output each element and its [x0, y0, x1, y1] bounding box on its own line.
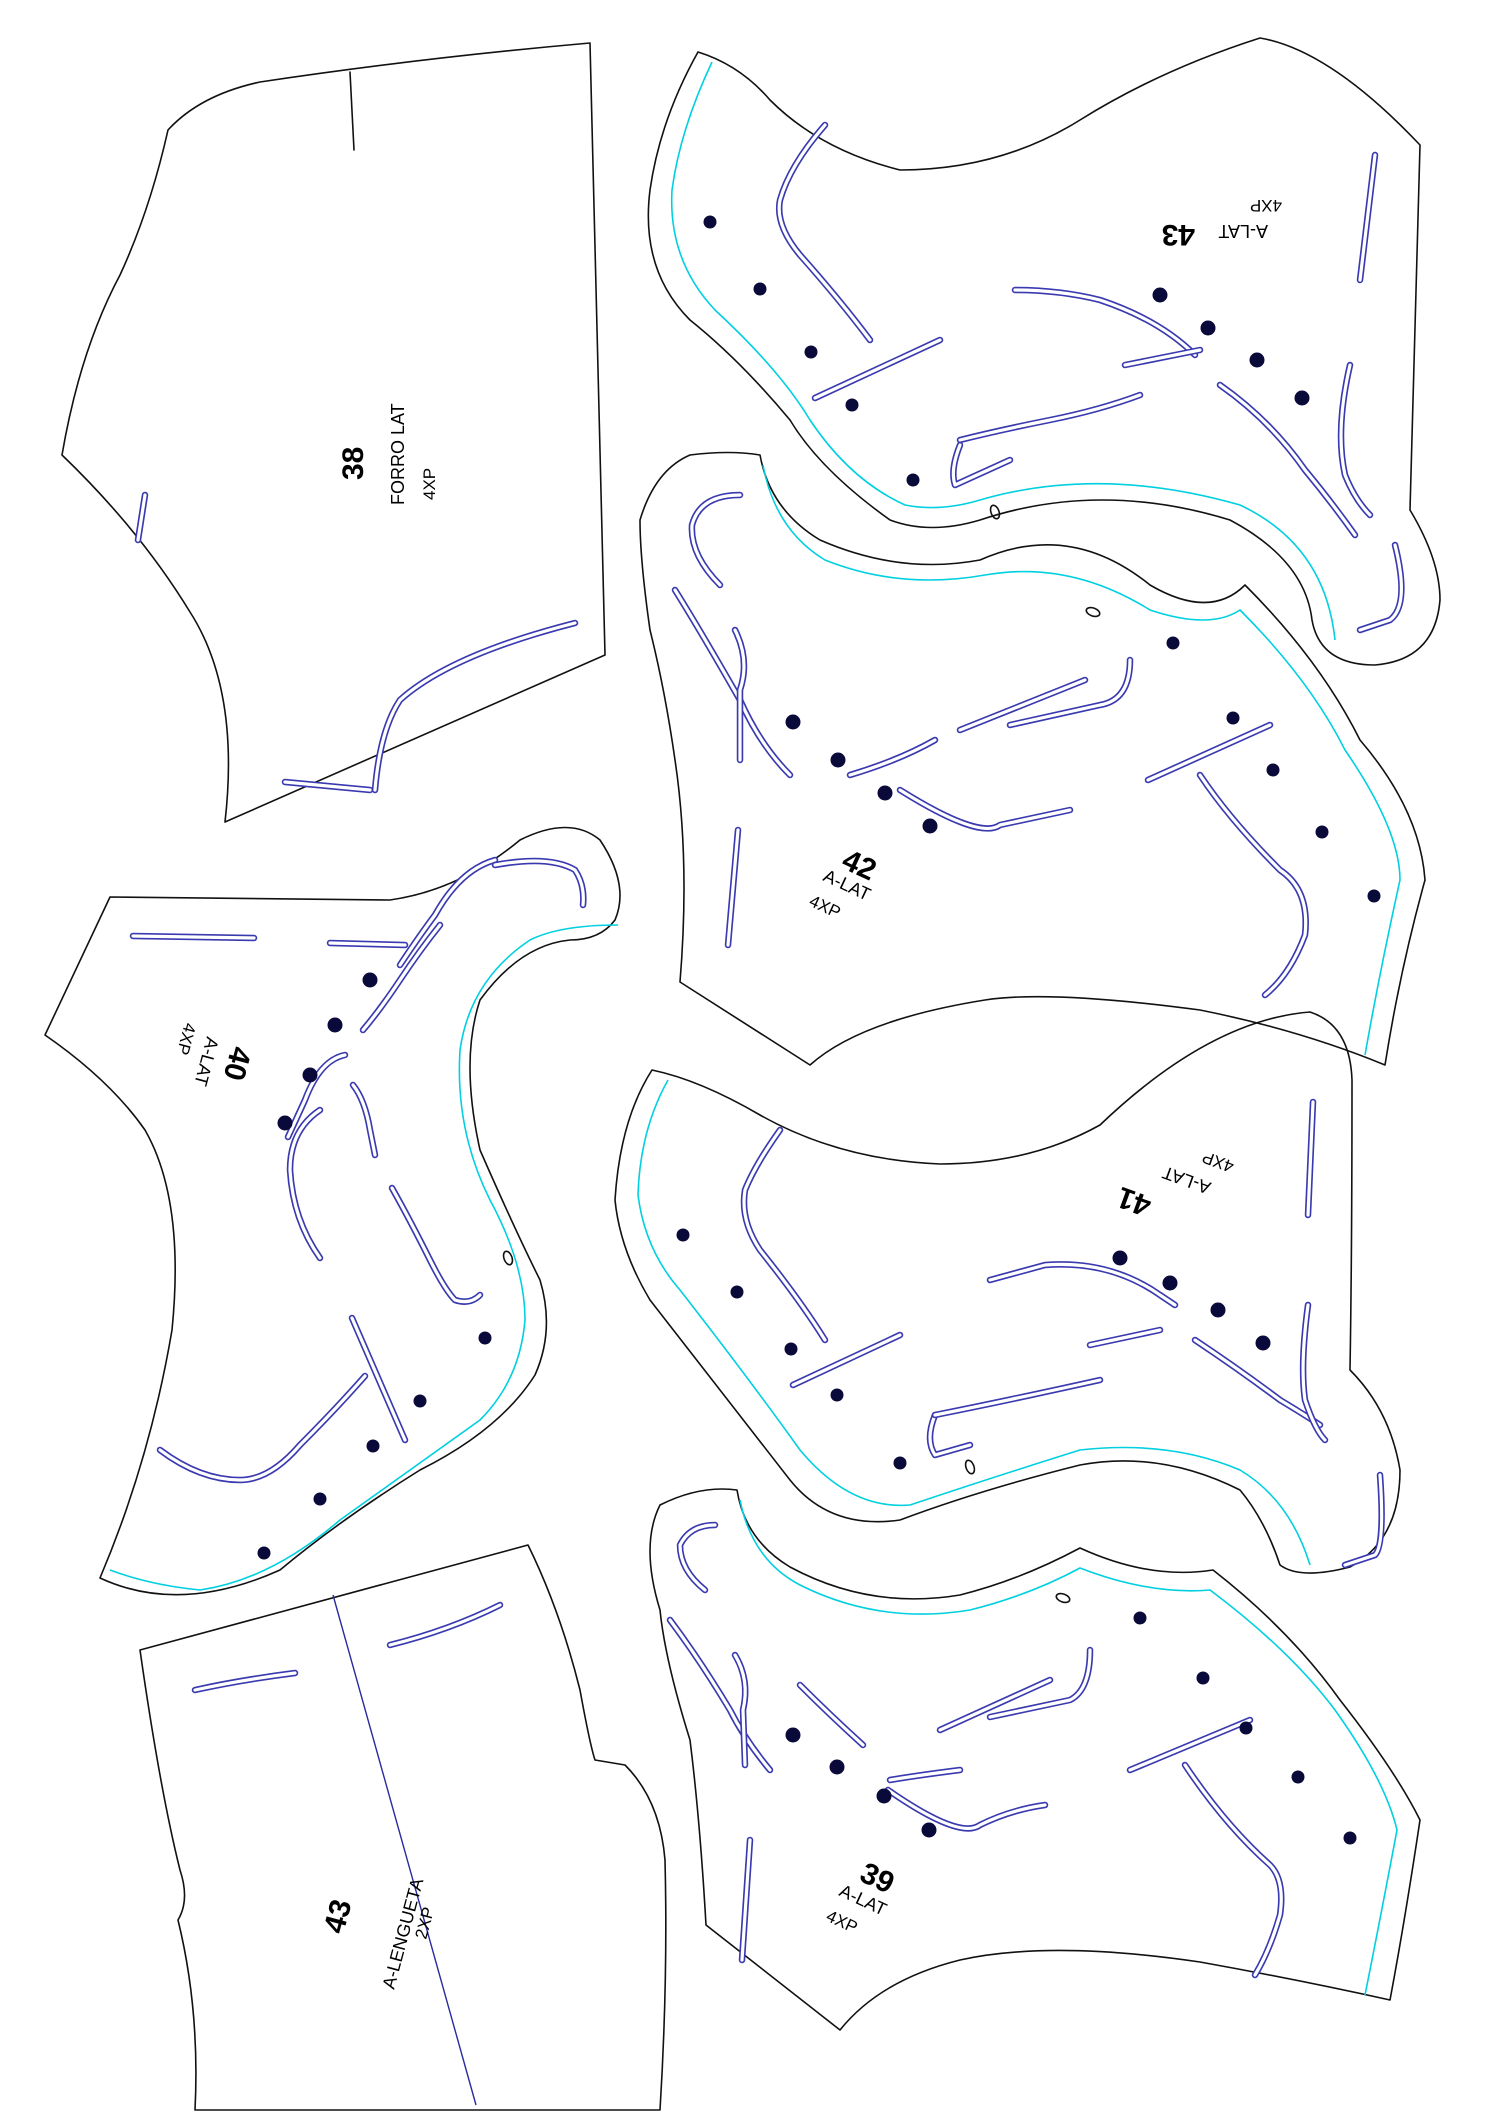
quantity-label: 4XP: [173, 1021, 200, 1057]
piece-a-lengueta-43[interactable]: 43 A-LENGUETA 2XP: [139, 1544, 667, 2111]
seam-allowance-line: [670, 61, 1336, 641]
piece-a-lat-42[interactable]: 42 A-LAT 4XP: [639, 451, 1426, 1066]
stitch-slots: [666, 1521, 1285, 1979]
piece-a-lat-41[interactable]: 41 A-LAT 4XP: [614, 1011, 1401, 1574]
stitch-slots: [671, 491, 1309, 999]
notch-mark: [502, 1250, 514, 1266]
notch-mark: [1085, 606, 1101, 618]
notch-mark: [964, 1459, 976, 1475]
piece-outline: [639, 451, 1426, 1066]
seam-allowance-line: [637, 1079, 1311, 1566]
piece-outline: [649, 1488, 1421, 2031]
quantity-label: 4XP: [806, 891, 843, 922]
quantity-label: 4XP: [1200, 1147, 1237, 1176]
notch-mark: [989, 504, 1001, 520]
piece-a-lat-40[interactable]: 40 A-LAT 4XP: [44, 826, 621, 1596]
seam-allowance-line: [739, 1499, 1398, 1996]
stitch-slots: [191, 1601, 504, 1694]
piece-a-lat-39[interactable]: 39 A-LAT 4XP: [649, 1488, 1421, 2031]
size-label: 43: [318, 1896, 359, 1937]
punch-holes: [703, 215, 1310, 487]
notch-line: [349, 71, 355, 151]
stitch-slots: [129, 856, 587, 1484]
stitch-slots: [740, 1098, 1385, 1569]
piece-outline: [614, 1011, 1401, 1574]
piece-outline: [61, 42, 606, 823]
piece-a-lat-43[interactable]: 43 A-LAT 4XP: [647, 37, 1441, 666]
piece-name-label: FORRO LAT: [388, 403, 408, 505]
punch-holes: [257, 972, 492, 1560]
stitch-slots: [775, 121, 1405, 634]
piece-forro-lat-38[interactable]: 38 FORRO LAT 4XP: [61, 42, 606, 823]
piece-outline: [44, 826, 621, 1596]
stitch-slots: [134, 491, 579, 794]
seam-allowance-line: [762, 464, 1401, 1056]
piece-outline: [647, 37, 1441, 666]
notch-mark: [1055, 1592, 1071, 1604]
quantity-label: 4XP: [420, 468, 439, 500]
punch-holes: [676, 1228, 1271, 1470]
quantity-label: 4XP: [1250, 196, 1282, 215]
size-label: 40: [217, 1043, 258, 1084]
quantity-label: 4XP: [823, 1906, 860, 1937]
piece-name-label: A-LAT: [1218, 221, 1268, 241]
piece-outline: [139, 1544, 667, 2111]
punch-holes: [785, 636, 1381, 903]
seam-allowance-line: [109, 924, 619, 1591]
punch-holes: [785, 1611, 1357, 1845]
grain-line: [332, 1594, 477, 2106]
size-label: 43: [1162, 218, 1195, 251]
size-label: 41: [1113, 1180, 1156, 1222]
size-label: 38: [337, 447, 370, 480]
